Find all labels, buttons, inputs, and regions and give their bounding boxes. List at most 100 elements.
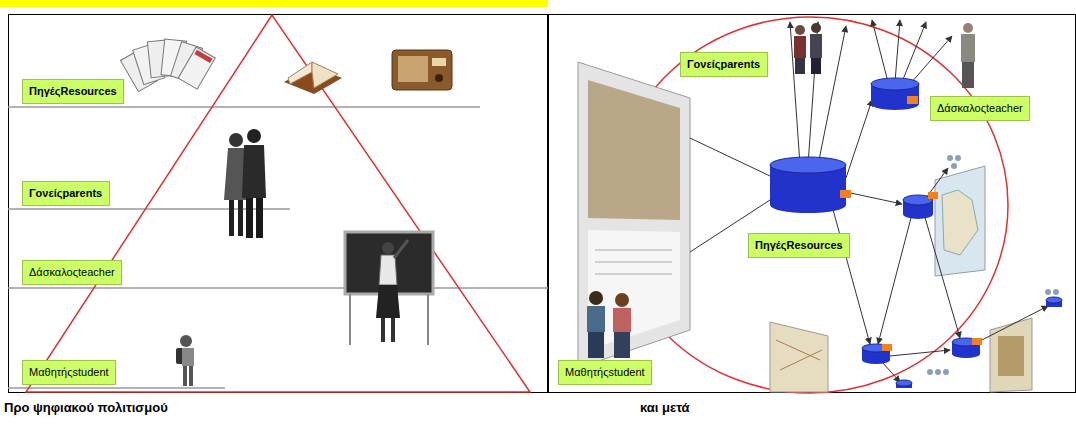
legs <box>962 62 974 88</box>
user-icon <box>951 163 957 169</box>
box-label: ΠηγέςResources <box>29 84 117 98</box>
web-page-screenshot <box>578 62 690 368</box>
leg <box>229 200 234 236</box>
label-box: Γονείςparents <box>680 52 768 77</box>
head <box>589 291 603 305</box>
panel-frame <box>549 15 1076 393</box>
link-line <box>690 138 770 176</box>
user-icon <box>1045 289 1051 295</box>
level-line <box>8 287 548 289</box>
box-label: Γονείςparents <box>29 186 103 200</box>
body <box>613 308 631 332</box>
leg <box>183 366 187 386</box>
head <box>615 293 629 307</box>
map <box>770 322 828 392</box>
students-figure <box>587 291 631 358</box>
head <box>795 25 805 35</box>
head <box>247 129 261 143</box>
arm <box>394 240 408 258</box>
cylinder-base <box>770 197 846 213</box>
map-screenshot <box>770 322 828 392</box>
screen-line <box>595 250 672 251</box>
box-label: Δάσκαλοςteacher <box>29 265 115 279</box>
box-label: Μαθητήςstudent <box>565 365 645 379</box>
panel-caption: και μετά <box>640 400 690 417</box>
body <box>810 34 822 58</box>
link-arrow <box>978 306 1048 342</box>
cylinder-top <box>1046 297 1062 303</box>
body <box>961 34 975 62</box>
leg <box>189 366 193 386</box>
user-icon <box>935 369 941 375</box>
user-icon <box>955 155 961 161</box>
head <box>382 242 394 254</box>
label-box: Μαθητήςstudent <box>558 360 652 385</box>
newspapers <box>120 39 215 92</box>
feed-icon <box>928 192 938 199</box>
head <box>811 23 821 33</box>
user-icon <box>947 155 953 161</box>
picture <box>990 318 1032 392</box>
link-arrow <box>846 100 872 178</box>
legs <box>588 332 604 358</box>
man-body <box>242 145 266 198</box>
link-arrow <box>882 362 900 382</box>
feed-icon <box>972 338 982 345</box>
box-label: Μαθητήςstudent <box>29 365 109 379</box>
label-box: ΠηγέςResources <box>748 233 850 258</box>
radio-knob <box>435 74 443 82</box>
radio-dial <box>432 58 446 66</box>
screen-photo <box>588 80 680 220</box>
blouse <box>379 255 397 285</box>
link-arrow <box>902 22 926 82</box>
people-figure <box>794 23 822 74</box>
newspaper <box>178 47 215 89</box>
legs <box>795 58 805 74</box>
user-icon <box>1053 289 1059 295</box>
label-box: ΠηγέςResources <box>22 79 124 104</box>
body <box>587 306 605 332</box>
legs <box>614 332 630 358</box>
link-arrow <box>910 36 952 84</box>
link-arrow <box>926 168 948 198</box>
cylinder-top <box>896 380 912 386</box>
picture-art <box>998 336 1024 376</box>
leg <box>381 318 385 342</box>
book <box>284 62 342 94</box>
legs <box>811 58 821 74</box>
map-screenshot <box>935 166 985 276</box>
screen <box>578 62 690 368</box>
link-arrow <box>895 20 900 82</box>
database-cylinder <box>1046 297 1062 307</box>
chalkboard <box>345 232 433 294</box>
head <box>229 133 243 147</box>
head <box>963 23 973 33</box>
skirt <box>376 285 400 318</box>
panel-caption: Προ ψηφιακού πολιτισμού <box>4 400 168 417</box>
radio-case <box>392 50 452 90</box>
label-box: Μαθητήςstudent <box>22 360 116 385</box>
box-label: ΠηγέςResources <box>755 238 843 252</box>
box-label: Δάσκαλοςteacher <box>937 101 1023 115</box>
head <box>180 335 192 347</box>
cylinder-base <box>862 356 890 364</box>
leg <box>256 198 263 238</box>
book-pages <box>312 62 338 88</box>
cylinder-base <box>952 350 980 358</box>
user-icon <box>943 369 949 375</box>
link-arrow <box>890 350 950 356</box>
map-roads <box>776 340 822 370</box>
leg <box>246 198 253 238</box>
board-leg <box>349 294 351 345</box>
label-box: Γονείςparents <box>22 181 110 206</box>
radio-grille <box>398 56 428 82</box>
database-cylinder <box>770 157 846 213</box>
level-line <box>8 387 225 389</box>
feed-icon <box>882 344 892 351</box>
label-box: Δάσκαλοςteacher <box>930 96 1030 121</box>
user-icons <box>927 155 1059 375</box>
database-cylinder <box>896 380 912 388</box>
link-arrow <box>818 26 846 165</box>
